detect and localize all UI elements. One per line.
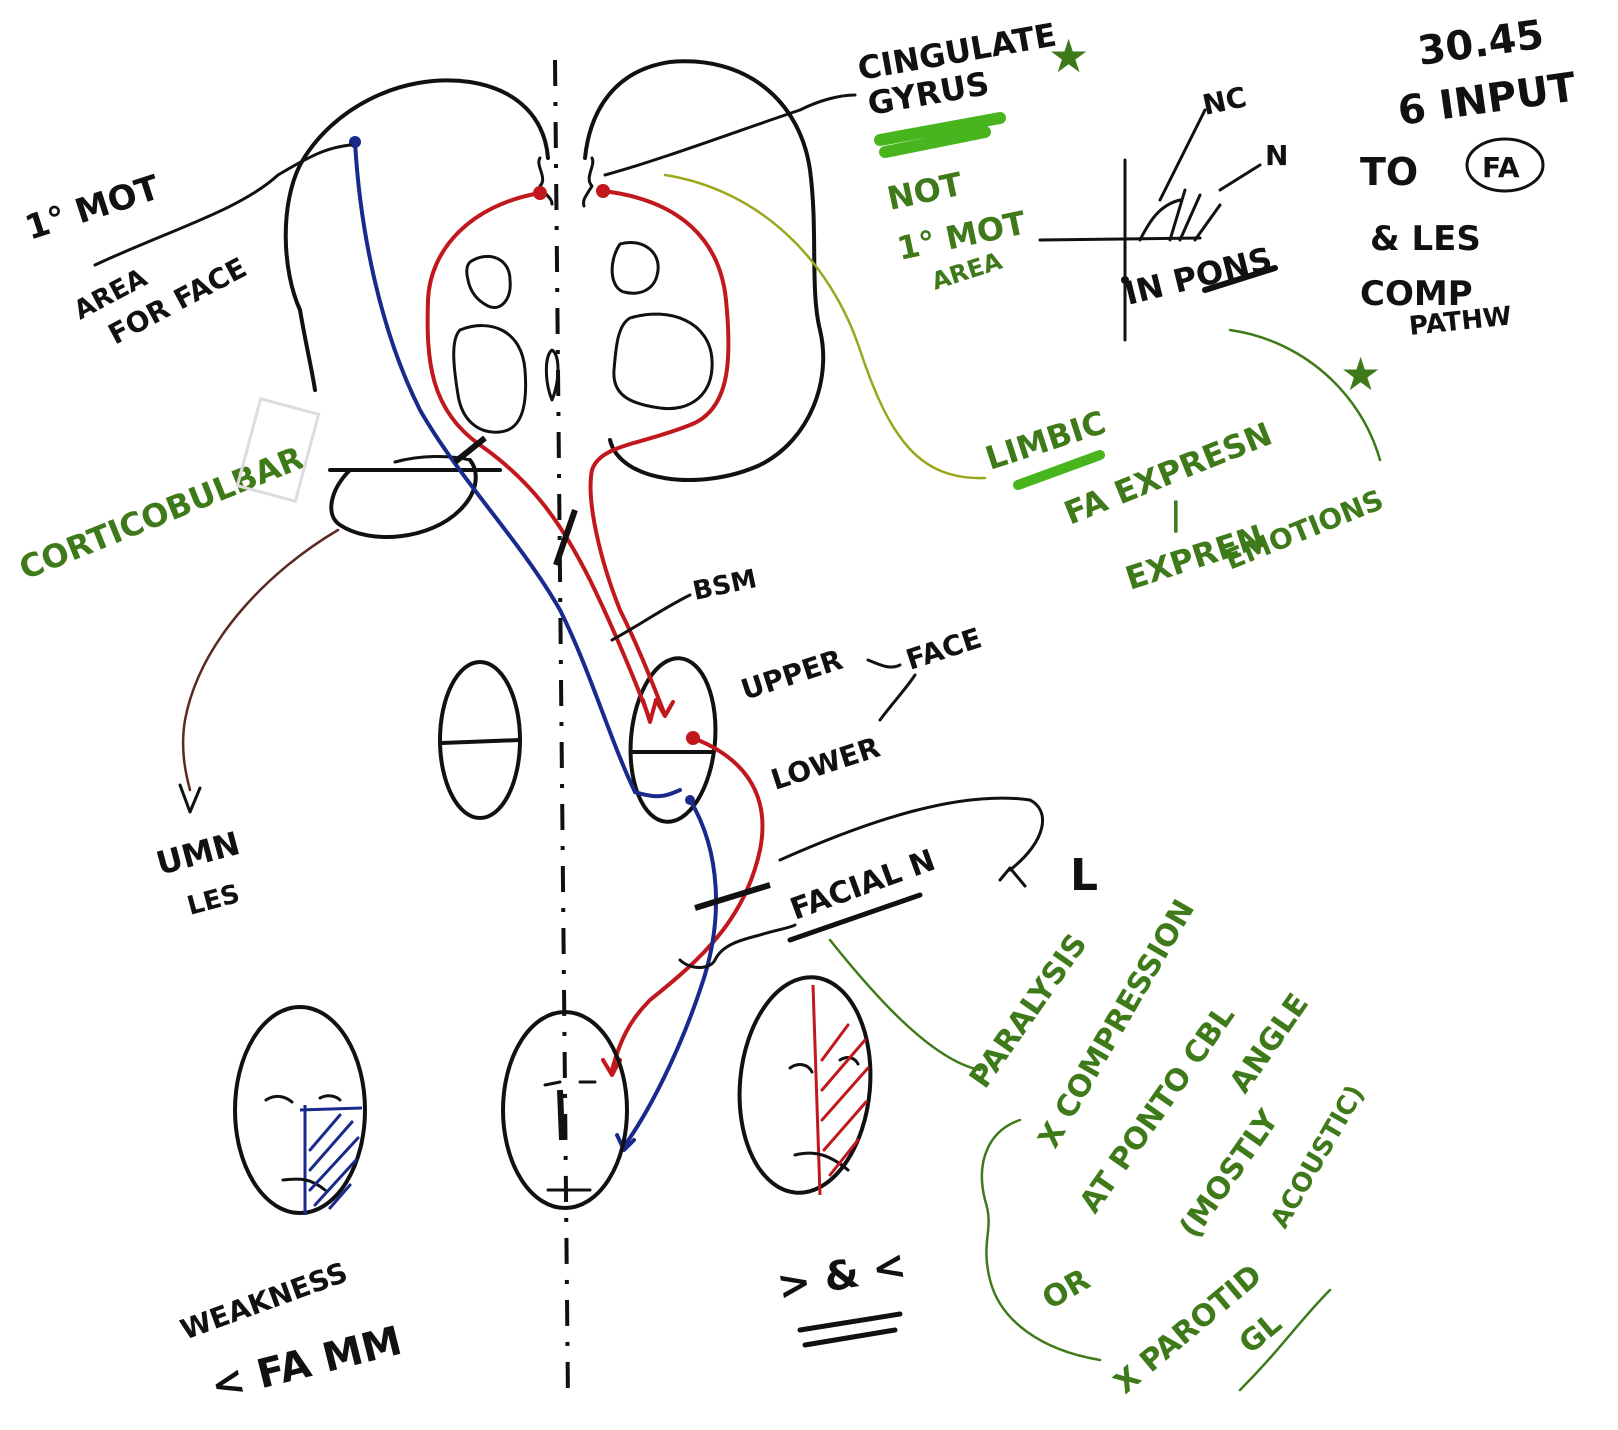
time-note-l1: 30.45 [1415, 12, 1547, 75]
primary-motor-l1: 1° MOT [20, 167, 165, 248]
time-note-l2: 6 INPUT [1395, 64, 1580, 135]
face-text: FACE [902, 621, 986, 676]
label-time-note: 30.45 6 INPUT TO FA & LES COMP PATHW [1360, 12, 1580, 342]
limbic-l1: LIMBIC [981, 403, 1111, 477]
time-note-l4: FA [1482, 151, 1520, 184]
time-note-l3: TO [1360, 150, 1418, 194]
right-thalamus [614, 314, 712, 408]
weakness-l1: WEAKNESS [176, 1256, 352, 1347]
star-cingulate: ★ [1048, 29, 1089, 83]
n-label: N [1265, 139, 1288, 172]
label-greater-less: > & < [774, 1242, 910, 1345]
weakness-l2: < FA MM [206, 1318, 406, 1410]
les-text: LES [184, 879, 243, 922]
upper-text: UPPER [737, 643, 847, 707]
lower-text: LOWER [767, 731, 884, 797]
corticobulbar-text: CORTICOBULBAR [14, 439, 309, 588]
label-bsm: BSM [612, 564, 759, 640]
label-corticobulbar: CORTICOBULBAR [14, 399, 319, 588]
umn-text: UMN [152, 824, 244, 883]
blue-pathway [349, 136, 716, 1150]
paralysis-l9: GL [1233, 1306, 1289, 1361]
limbic-l3: | [1170, 495, 1182, 534]
right-ventricle [612, 242, 658, 293]
label-upper-lower: UPPER FACE LOWER [737, 621, 986, 796]
facial-nucleus-oval [624, 655, 722, 826]
corticobulbar-connector [183, 530, 338, 790]
label-cingulate: CINGULATE GYRUS ★ [605, 16, 1089, 175]
not-primary-l1: NOT [884, 165, 966, 218]
left-ventricle [467, 256, 511, 307]
time-note-l5: & LES [1370, 219, 1481, 259]
brainstem-section [440, 655, 722, 826]
paralysis-l6: ACOUSTIC) [1265, 1080, 1371, 1233]
label-paralysis: PARALYSIS X COMPRESSION AT PONTO CBL ANG… [963, 894, 1371, 1401]
star-limbic: ★ [1340, 347, 1381, 401]
label-limbic: ★ LIMBIC FA EXPRESN | EXPREN EMOTIONS [981, 347, 1388, 598]
face-right [731, 972, 879, 1199]
paralysis-l7: OR [1037, 1262, 1097, 1317]
paralysis-l4: ANGLE [1223, 987, 1316, 1099]
l-mark: L [1070, 850, 1098, 901]
label-not-primary: NOT 1° MOT AREA [884, 165, 1030, 296]
face-left [235, 1007, 365, 1215]
left-thalamus [454, 326, 526, 433]
lesion-mark-nerve [695, 885, 770, 908]
midline-dashed [555, 60, 568, 1400]
nc-label: NC [1200, 80, 1250, 121]
paralysis-l2: X COMPRESSION [1032, 894, 1202, 1154]
label-facial-n: FACIAL N L [680, 843, 1098, 968]
label-umn: UMN LES [152, 824, 244, 922]
label-in-pons: NC N IN PONS [1040, 80, 1288, 340]
cond-bracket [982, 1120, 1100, 1360]
paralysis-l5: (MOSTLY [1173, 1103, 1287, 1245]
bsm-text: BSM [690, 564, 759, 607]
greater-less-text: > & < [774, 1242, 910, 1310]
label-weakness: WEAKNESS < FA MM [176, 1256, 406, 1410]
